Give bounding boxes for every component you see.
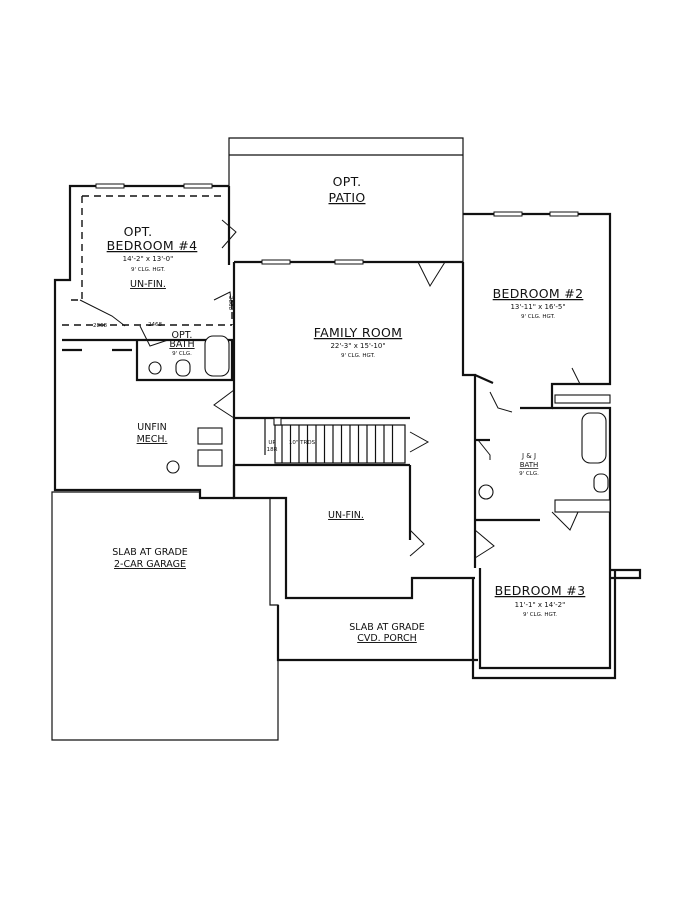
jj-bath-label-2: BATH — [520, 461, 539, 469]
family-room-dims: 22'-3" x 15'-10" — [330, 342, 385, 350]
jj-bath-walls — [475, 394, 612, 560]
jj-bath-ceiling: 9' CLG. — [519, 471, 539, 477]
bedroom-3-walls — [478, 560, 642, 670]
sink-icon — [478, 484, 494, 500]
bedroom-4-walls — [53, 184, 233, 345]
porch-label-2: CVD. PORCH — [357, 633, 417, 644]
opt-bath-label-1: OPT. — [172, 330, 193, 341]
mech-label-1: UNFIN — [137, 422, 166, 433]
toilet-icon — [175, 359, 191, 377]
bedroom-4-ceiling: 9' CLG. HGT. — [131, 267, 165, 273]
furnace-icon — [197, 449, 223, 467]
family-room-label: FAMILY ROOM — [314, 325, 402, 340]
mech-label-2: MECH. — [137, 434, 168, 445]
stair-treads-label: 10" TRDS — [289, 440, 316, 446]
door-swings — [79, 219, 598, 559]
bedroom-3-ceiling: 9' CLG. HGT. — [523, 612, 557, 618]
mech-walls — [53, 345, 236, 500]
bedroom-3-dims: 11'-1" x 14'-2" — [515, 601, 566, 609]
patio-label-2: PATIO — [329, 190, 366, 205]
garage-walls — [51, 491, 279, 741]
bedroom-4-note: UN-FIN. — [130, 279, 166, 290]
stairs — [234, 416, 410, 467]
bathtub-icon — [581, 412, 607, 464]
bedroom-4-windows — [95, 183, 213, 189]
bedroom-2-label: BEDROOM #2 — [493, 286, 584, 301]
stair-up-label: UP — [268, 440, 276, 446]
opt-bath-label-2: BATH — [169, 339, 194, 350]
toilet-icon — [593, 473, 609, 493]
bedroom-4-label-2: BEDROOM #4 — [107, 238, 198, 253]
closet-shelf — [554, 394, 611, 404]
bedroom-2-ceiling: 9' CLG. HGT. — [521, 314, 555, 320]
floor-drain-icon — [166, 460, 180, 474]
bedroom-2-dims: 13'-11" x 16'-5" — [510, 303, 565, 311]
bedroom-3-label: BEDROOM #3 — [495, 583, 586, 598]
sink-icon — [148, 361, 162, 375]
patio-label-1: OPT. — [333, 174, 362, 189]
bedroom-4-dims: 14'-2" x 13'-0" — [123, 255, 174, 263]
stair-rise-label: 18R — [267, 447, 278, 453]
door-size-2868-b: 2868 — [227, 296, 233, 310]
garage-label-1: SLAB AT GRADE — [112, 547, 188, 558]
garage-label-2: 2-CAR GARAGE — [114, 559, 186, 570]
bathtub-icon — [204, 335, 230, 377]
jj-bath-label-1: J & J — [521, 452, 536, 460]
opt-bath-ceiling: 9' CLG. — [172, 351, 192, 357]
door-size-2868-a: 2868 — [93, 323, 107, 329]
family-room-walls — [232, 259, 477, 568]
bedroom-4-label-1: OPT. — [124, 224, 153, 239]
door-size-2468: 2468 — [148, 322, 162, 328]
porch-label-1: SLAB AT GRADE — [349, 622, 425, 633]
family-room-ceiling: 9' CLG. HGT. — [341, 353, 375, 359]
water-heater-icon — [197, 427, 223, 445]
opt-bath-walls — [62, 335, 234, 382]
unfinished-label: UN-FIN. — [328, 510, 364, 521]
closet-shelf — [554, 499, 611, 513]
